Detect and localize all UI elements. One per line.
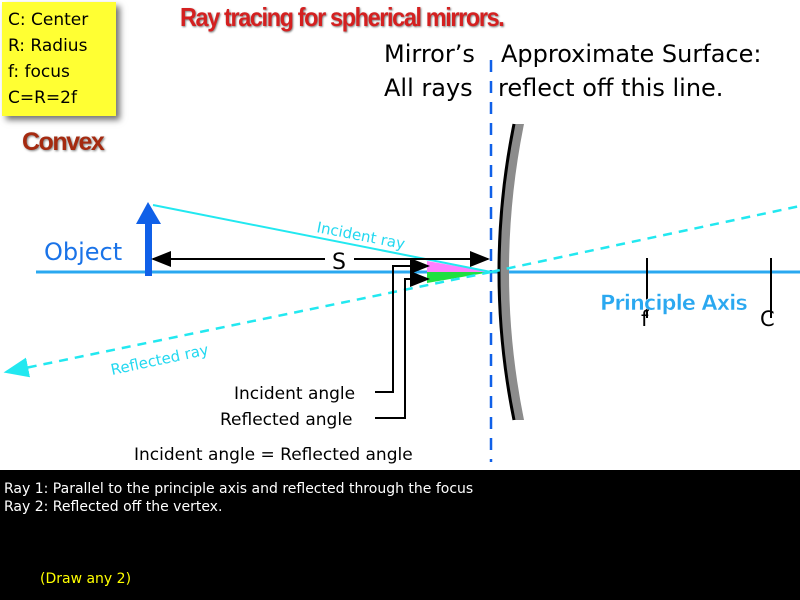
- reflected-ray-label: Reflected ray: [109, 341, 210, 379]
- reflected-angle-leader: [375, 271, 430, 419]
- mirror-type-label: Convex: [22, 128, 105, 156]
- legend-center: C: Center: [8, 10, 89, 30]
- principle-axis-label: Principle Axis: [600, 291, 747, 315]
- legend-box: C: Center R: Radius f: focus C=R=2f: [2, 2, 116, 116]
- incident-ray: [152, 204, 492, 273]
- surface-note-left-2: All rays: [384, 74, 473, 102]
- reflected-ray: [3, 270, 492, 378]
- legend-radius: R: Radius: [8, 36, 88, 56]
- reflected-ray-extension: [490, 204, 800, 274]
- page-title: Ray tracing for spherical mirrors.: [180, 2, 505, 32]
- surface-note-left-1: Mirror’s: [384, 40, 475, 68]
- legend-focus: f: focus: [8, 62, 70, 82]
- focus-label: f: [641, 307, 649, 331]
- legend-relation: C=R=2f: [8, 88, 77, 108]
- surface-note-right-1: Approximate Surface:: [501, 40, 762, 68]
- object-arrow-shaft: [145, 222, 152, 276]
- ray-2-note: Ray 2: Reflected off the vertex.: [4, 499, 223, 515]
- mirror: [499, 124, 524, 420]
- incident-ray-label: Incident ray: [315, 218, 406, 253]
- ray-1-note: Ray 1: Parallel to the principle axis an…: [4, 481, 474, 497]
- angle-law-label: Incident angle = Reflected angle: [134, 445, 413, 465]
- reflected-angle-label: Reflected angle: [220, 410, 353, 430]
- mirror-surface-edge: [497, 123, 516, 421]
- distance-s-label: S: [332, 250, 346, 275]
- surface-note-right-2: reflect off this line.: [498, 74, 724, 102]
- incident-angle-leader: [375, 258, 430, 393]
- center-label: C: [760, 307, 775, 331]
- object-arrow-head: [136, 202, 161, 224]
- object-label: Object: [44, 238, 122, 266]
- incident-angle-label: Incident angle: [234, 384, 355, 404]
- ray-diagram: Object S Incident ray Reflected ray Prin…: [3, 60, 800, 465]
- draw-any-note: (Draw any 2): [40, 571, 132, 587]
- notes-panel: Ray 1: Parallel to the principle axis an…: [0, 470, 800, 600]
